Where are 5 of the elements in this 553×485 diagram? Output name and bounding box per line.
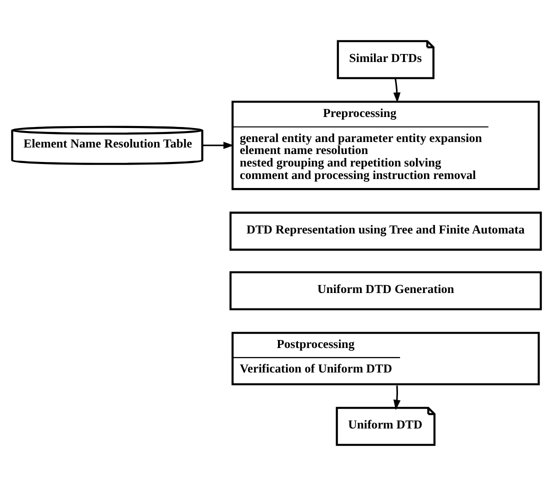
arrow xyxy=(393,78,401,102)
arrow xyxy=(202,141,234,148)
node-box: Uniform DTD Generation xyxy=(230,270,542,310)
arrow xyxy=(393,385,401,410)
node-box: DTD Representation using Tree and Finite Automata xyxy=(230,211,542,250)
